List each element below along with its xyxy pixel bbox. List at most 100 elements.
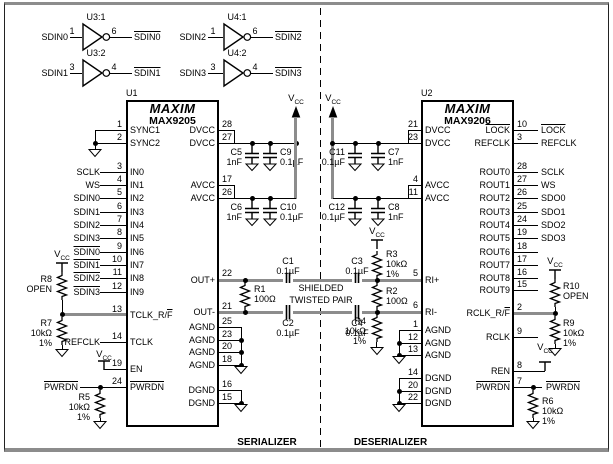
capacitor-icon [347, 144, 363, 172]
junction-dot [330, 141, 335, 146]
pin-name: AVCC [425, 180, 450, 190]
resistor-icon [370, 282, 384, 310]
signal-label: SDIN2 [179, 32, 206, 42]
wire [399, 343, 421, 344]
twisted-pair-label: TWISTED PAIR [276, 295, 366, 305]
signal-label: WS [85, 180, 101, 190]
junction-dot [250, 141, 255, 146]
wire [399, 403, 421, 404]
wire [104, 369, 126, 370]
signal-label: SDIN0 [73, 193, 100, 203]
pin-number: 15 [517, 279, 528, 289]
pin-number: 27 [222, 132, 233, 142]
wire [80, 387, 126, 388]
component-value: 10kΩ [68, 402, 90, 412]
pin-number: 28 [222, 119, 233, 129]
component-ref: R5 [78, 392, 90, 402]
wire [514, 371, 545, 372]
wire [219, 279, 283, 282]
pin-number: 4 [252, 62, 258, 72]
pin-name: IN7 [130, 260, 145, 270]
pin-name: AVCC [425, 193, 450, 203]
wire [533, 418, 534, 421]
vcc-arrow-icon [291, 106, 301, 118]
wire [219, 143, 296, 144]
vcc-rail-icon [371, 239, 383, 249]
pin-name: REN [490, 366, 510, 376]
pin-name: DVCC [425, 138, 451, 148]
signal-label: SDO2 [541, 220, 566, 230]
signal-label: PWRDN [546, 382, 580, 392]
pin-name: AGND [188, 347, 215, 357]
pin-name: ROUT8 [479, 273, 510, 283]
pin-name: PWRDN [476, 382, 510, 392]
pin-number: 14 [111, 331, 122, 341]
junction-dot [268, 196, 273, 201]
wire [514, 337, 538, 338]
capacitor-icon [370, 144, 386, 172]
wire [219, 185, 234, 186]
wire [100, 278, 126, 279]
component-ref: C6 [230, 202, 242, 212]
pin-name: OUT+ [190, 275, 215, 285]
pin-number: 14 [407, 367, 418, 377]
wire [514, 252, 538, 253]
wire [95, 130, 126, 131]
resistor-icon [370, 251, 384, 279]
component-value: 1nF [226, 212, 242, 222]
max9206-chip [421, 100, 514, 427]
junction-dot [397, 353, 402, 358]
wire [399, 378, 421, 379]
component-ref: C2 [282, 318, 294, 328]
pin-name: RCLK_R/F [466, 308, 510, 318]
ground-icon [391, 404, 407, 413]
wire [100, 292, 126, 293]
pin-name: IN6 [130, 247, 145, 257]
resistor-icon [370, 314, 384, 342]
gate-ref: U4:2 [227, 48, 247, 58]
wire [70, 73, 82, 74]
wire [514, 387, 542, 388]
wire [234, 185, 235, 199]
wire [331, 117, 334, 199]
pin-number: 25 [222, 316, 233, 326]
pin-number: 2 [116, 132, 122, 142]
junction-dot [553, 311, 558, 316]
resistor-icon [548, 316, 562, 344]
junction-dot [397, 389, 402, 394]
wire [219, 365, 241, 366]
wire [208, 73, 223, 74]
wire [376, 342, 377, 347]
junction-dot [243, 310, 248, 315]
pin-name: AGND [188, 335, 215, 345]
vcc-label: VCC [537, 342, 553, 355]
wire [219, 390, 241, 391]
pin-number: 24 [517, 214, 528, 224]
wire [219, 403, 241, 404]
wire [399, 330, 421, 331]
pin-number: 9 [116, 241, 122, 251]
pin-name: DGND [425, 386, 452, 396]
signal-label: SDIN3 [179, 68, 206, 78]
wire [408, 130, 409, 144]
component-tolerance: 1% [542, 416, 556, 426]
pin-number: 5 [412, 268, 418, 278]
pin-name: ROUT4 [479, 220, 510, 230]
junction-dot [268, 141, 273, 146]
signal-label: SDIN3 [275, 68, 302, 78]
pin-number: 17 [517, 254, 528, 264]
wire [62, 300, 63, 314]
pin-name: DVCC [189, 138, 215, 148]
ground-icon [87, 149, 103, 158]
wire [219, 340, 241, 341]
pin-name: RI- [425, 307, 437, 317]
signal-label: SDIN0 [73, 247, 100, 257]
pin-number: 27 [517, 174, 528, 184]
pin-number: 18 [222, 354, 233, 364]
pin-number: 4 [111, 62, 117, 72]
part-number: MAX9206 [444, 115, 491, 127]
component-ref: R4 [354, 316, 366, 326]
component-ref: R2 [386, 286, 398, 296]
junction-dot [375, 310, 380, 315]
pin-name: RI+ [425, 275, 440, 285]
